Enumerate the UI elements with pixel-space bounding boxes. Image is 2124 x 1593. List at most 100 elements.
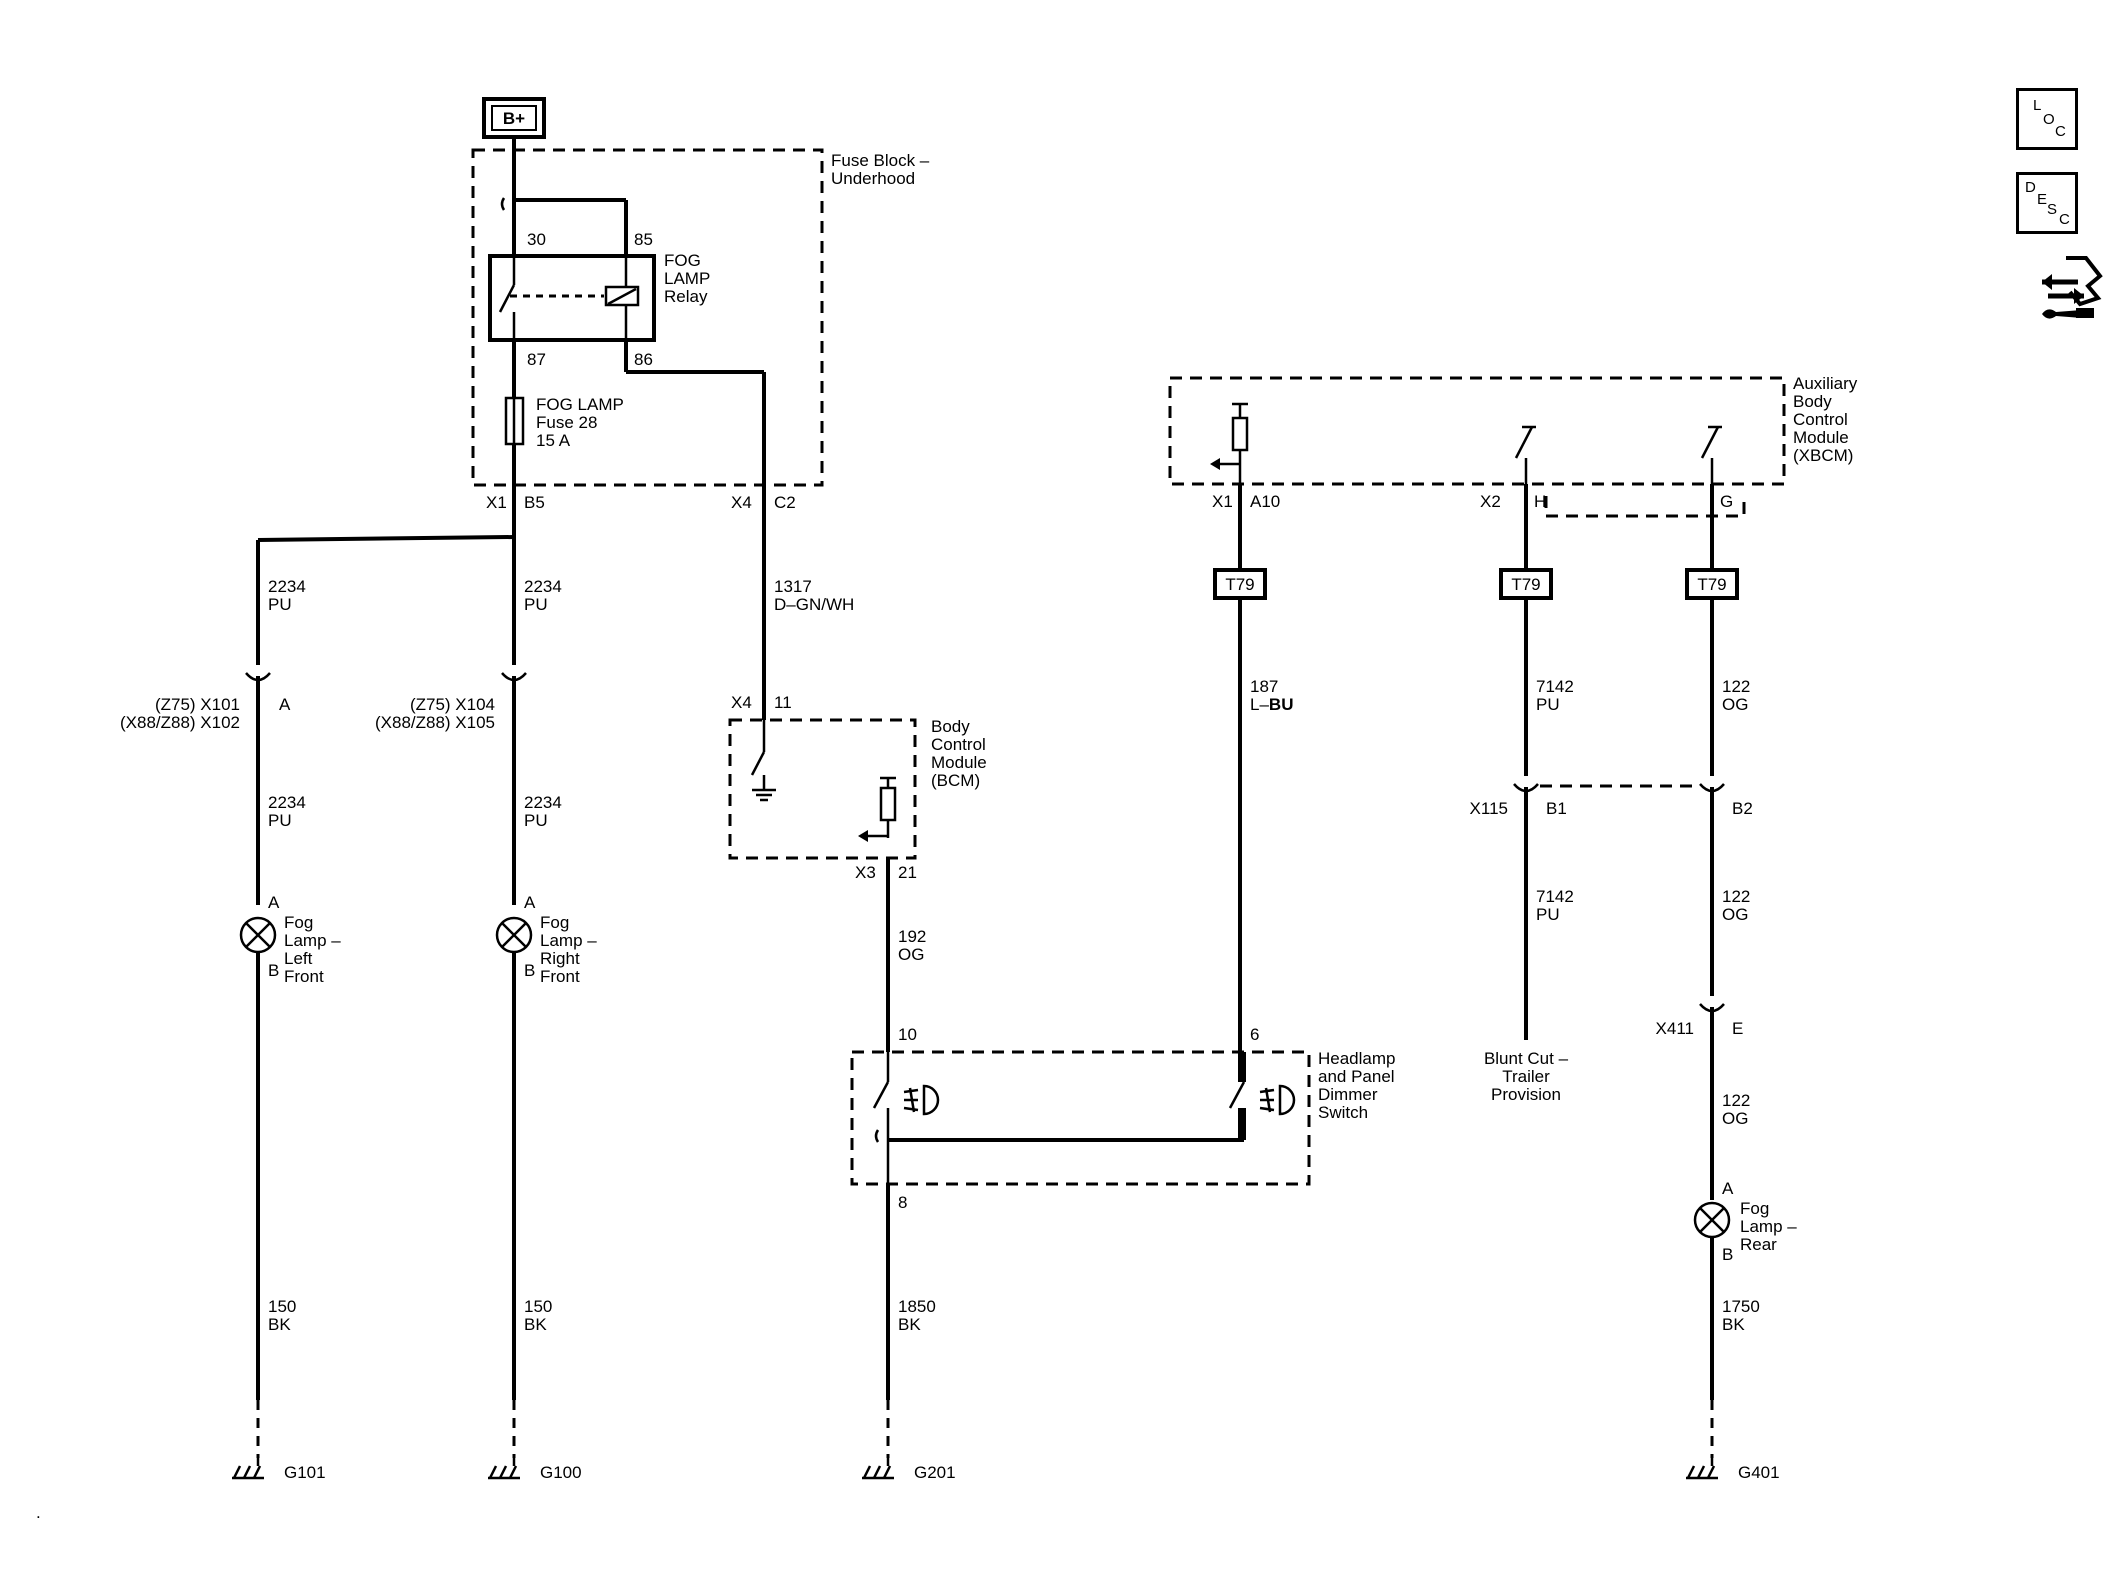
fuse-label: 15 A xyxy=(536,431,571,450)
t79-option-marker: T79 xyxy=(1213,568,1267,600)
trailer-provision-label: Trailer xyxy=(1502,1067,1550,1086)
relay-pin-30: 30 xyxy=(527,230,546,249)
xbcm-switch-g xyxy=(1700,425,1722,484)
switch-title: and Panel xyxy=(1318,1067,1395,1086)
xbcm-title: Auxiliary xyxy=(1793,374,1858,393)
connector-label: (X88/Z88) X105 xyxy=(375,713,495,732)
switch-title: Dimmer xyxy=(1318,1085,1378,1104)
connector-pin-b2: B2 xyxy=(1732,799,1753,818)
wire-color: OG xyxy=(1722,695,1748,714)
desc-letter: S xyxy=(2047,201,2058,218)
lamp-pin-b: B xyxy=(524,961,535,980)
wire-color: D–GN/WH xyxy=(774,595,854,614)
svg-text:T79: T79 xyxy=(1511,575,1540,594)
bcm-title: (BCM) xyxy=(931,771,980,790)
ground-label: G101 xyxy=(284,1463,326,1482)
fuse-label: FOG LAMP xyxy=(536,395,624,414)
fuse-block-underhood-boundary xyxy=(471,148,824,487)
wire-number: 150 xyxy=(524,1297,552,1316)
headlamp-panel-dimmer-switch-boundary xyxy=(850,1050,1311,1186)
desc-letter: E xyxy=(2037,191,2048,208)
page-mark: . xyxy=(36,1503,41,1522)
bcm-pin-21: 21 xyxy=(898,863,917,882)
lamp-label: Rear xyxy=(1740,1235,1777,1254)
lamp-label: Fog xyxy=(1740,1199,1769,1218)
ground-g100-icon xyxy=(488,1458,520,1480)
wire-color: PU xyxy=(524,811,548,830)
bcm-title: Body xyxy=(931,717,970,736)
t79-option-marker: T79 xyxy=(1685,568,1739,600)
bcm-output-driver xyxy=(858,776,897,842)
relay-pin-86: 86 xyxy=(634,350,653,369)
connector-end-view-navigation-icon[interactable] xyxy=(2036,252,2106,332)
wire-number: 122 xyxy=(1722,677,1750,696)
front-fog-lamp-switch-contact xyxy=(872,1052,890,1200)
desc-letter: C xyxy=(2059,211,2070,228)
lamp-label: Lamp – xyxy=(284,931,341,950)
wire-color: L–BU xyxy=(1250,695,1293,714)
fog-lamp-indicator-icon xyxy=(1259,1084,1296,1116)
relay-name: FOG xyxy=(664,251,701,270)
wire-number: 122 xyxy=(1722,1091,1750,1110)
wire-number: 122 xyxy=(1722,887,1750,906)
switch-pin-8: 8 xyxy=(898,1193,907,1212)
fog-lamp-rear-icon xyxy=(1693,1201,1731,1239)
rear-fog-lamp-switch-contact xyxy=(1228,1052,1246,1140)
lamp-label: Fog xyxy=(284,913,313,932)
wire-color: PU xyxy=(1536,695,1560,714)
fog-lamp-relay xyxy=(488,254,656,342)
connector-pin-b1: B1 xyxy=(1546,799,1567,818)
wire-color: PU xyxy=(268,811,292,830)
xbcm-connector-x1: X1 xyxy=(1212,492,1233,511)
t79-option-marker: T79 xyxy=(1499,568,1553,600)
fog-lamp-right-front-icon xyxy=(495,916,533,954)
ground-g401-icon xyxy=(1686,1458,1718,1480)
fog-lamp-left-front-icon xyxy=(239,916,277,954)
pin-b5: B5 xyxy=(524,493,545,512)
connector-x4: X4 xyxy=(731,493,752,512)
xbcm-title: Module xyxy=(1793,428,1849,447)
connector-label: (X88/Z88) X102 xyxy=(120,713,240,732)
loc-letter: O xyxy=(2043,111,2055,128)
xbcm-pin-h: H xyxy=(1534,492,1546,511)
switch-title: Headlamp xyxy=(1318,1049,1396,1068)
connector-pin-e: E xyxy=(1732,1019,1743,1038)
xbcm-switch-h xyxy=(1514,425,1536,484)
lamp-label: Front xyxy=(284,967,324,986)
fog-lamp-indicator-icon xyxy=(903,1084,940,1116)
lamp-pin-b: B xyxy=(268,961,279,980)
bcm-connector-x4: X4 xyxy=(731,693,752,712)
xbcm-title: (XBCM) xyxy=(1793,446,1853,465)
description-button[interactable]: D E S C xyxy=(2016,172,2078,234)
location-button[interactable]: L O C xyxy=(2016,88,2078,150)
wire-color: BK xyxy=(268,1315,291,1334)
fuse-block-title: Underhood xyxy=(831,169,915,188)
switch-title: Switch xyxy=(1318,1103,1368,1122)
wire-number: 1850 xyxy=(898,1297,936,1316)
lamp-label: Fog xyxy=(540,913,569,932)
xbcm-input-pullup xyxy=(1210,402,1249,484)
svg-text:T79: T79 xyxy=(1225,575,1254,594)
lamp-label: Lamp – xyxy=(1740,1217,1797,1236)
relay-name: LAMP xyxy=(664,269,710,288)
wire-number: 150 xyxy=(268,1297,296,1316)
wire-color: OG xyxy=(1722,905,1748,924)
connector-x1: X1 xyxy=(486,493,507,512)
fuse-block-title: Fuse Block – xyxy=(831,151,930,170)
connector-x115-label: X115 xyxy=(1470,799,1508,818)
connector-pin: A xyxy=(279,695,291,714)
bcm-title: Control xyxy=(931,735,986,754)
ground-label: G401 xyxy=(1738,1463,1780,1482)
trailer-provision-label: Provision xyxy=(1491,1085,1561,1104)
svg-text:B+: B+ xyxy=(503,109,525,128)
wire-number: 1317 xyxy=(774,577,812,596)
ground-g101-icon xyxy=(232,1458,264,1480)
wire-number: 192 xyxy=(898,927,926,946)
bcm-connector-x3: X3 xyxy=(855,863,876,882)
wire-color: PU xyxy=(268,595,292,614)
wire-color: BK xyxy=(524,1315,547,1334)
ground-g201-icon xyxy=(862,1458,894,1480)
wire-number: 2234 xyxy=(268,793,306,812)
loc-letter: L xyxy=(2033,97,2042,114)
battery-plus-terminal: B+ xyxy=(482,97,546,139)
